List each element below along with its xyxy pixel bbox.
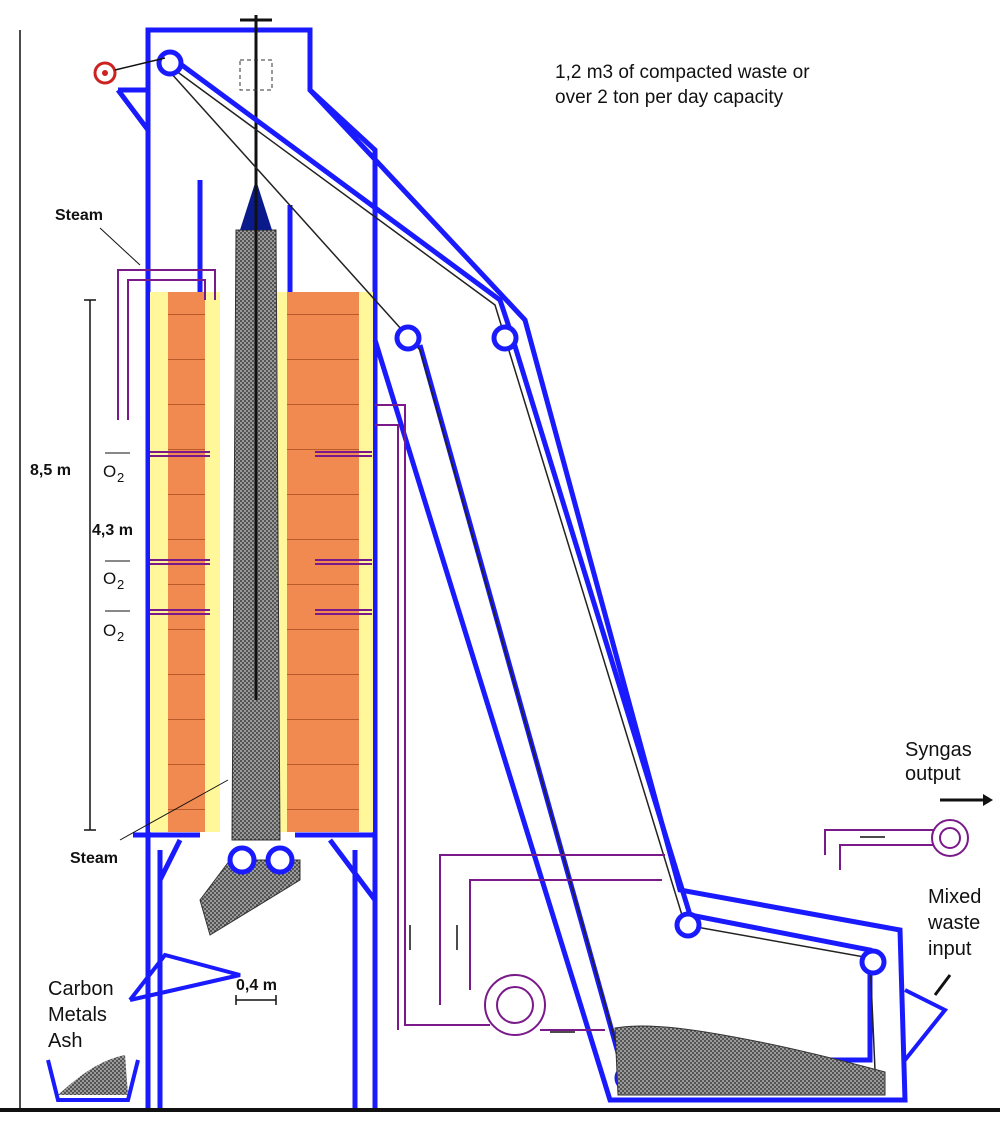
- syngas-output-arrowhead: [983, 794, 993, 806]
- residue-bin: [46, 1059, 140, 1102]
- residue-label-line3: Ash: [48, 1030, 82, 1052]
- refractory-left: [168, 292, 205, 832]
- oxygen-label-3: O 2: [103, 610, 130, 644]
- steam-label-bottom: Steam: [70, 850, 118, 867]
- input-label-line3: input: [928, 938, 972, 960]
- oxygen-label-1: O 2: [103, 452, 130, 485]
- waste-chute: [199, 859, 301, 936]
- steam-bottom-leader: [119, 779, 229, 841]
- motor-drive-belt: [114, 57, 166, 71]
- syngas-label-line1: Syngas: [905, 739, 972, 761]
- grate-roller-left: [227, 845, 257, 875]
- residue-pile: [58, 1055, 128, 1095]
- ash-discharge-chute: [128, 952, 241, 1002]
- reactor-shell: [116, 27, 378, 1108]
- grate-roller-right: [265, 845, 295, 875]
- refractory-right: [287, 292, 359, 832]
- input-chute: [903, 988, 949, 1062]
- oxygen-label-2: O 2: [103, 560, 130, 592]
- height-total-label: 8,5 m: [30, 462, 71, 479]
- steam-pipe-top-inner: [127, 279, 206, 420]
- steam-top-leader: [99, 227, 141, 266]
- residue-label-line1: Carbon: [48, 978, 114, 1000]
- motor-hub: [102, 70, 108, 76]
- steam-label-top: Steam: [55, 207, 103, 224]
- gas-return-piping: [375, 404, 935, 1031]
- input-label-line2: waste: [927, 912, 980, 934]
- steam-pipe-top: [117, 269, 216, 420]
- top-valve-dashed: [239, 59, 273, 91]
- capacity-title-line1: 1,2 m3 of compacted waste or: [555, 62, 810, 83]
- blower-main: [484, 974, 546, 1036]
- svg-text:2: 2: [117, 629, 124, 644]
- insulation-right: [359, 292, 373, 832]
- svg-text:O: O: [103, 621, 116, 640]
- input-label-line1: Mixed: [928, 886, 981, 908]
- blower-output: [931, 819, 969, 857]
- capacity-title-line2: over 2 ton per day capacity: [555, 87, 784, 108]
- oxygen-injection-lines: [150, 451, 372, 615]
- syngas-label-line2: output: [905, 763, 961, 785]
- waste-pile: [614, 1025, 886, 1096]
- width-scale-label: 0,4 m: [236, 977, 277, 994]
- svg-text:O: O: [103, 569, 116, 588]
- height-zone-label: 4,3 m: [92, 522, 133, 539]
- input-arrow: [933, 974, 952, 996]
- conveyor-belt: [167, 64, 876, 1076]
- inner-refractory-left: [205, 292, 220, 832]
- svg-text:2: 2: [117, 470, 124, 485]
- svg-text:2: 2: [117, 577, 124, 592]
- insulation-left: [150, 292, 168, 832]
- svg-text:O: O: [103, 462, 116, 481]
- residue-label-line2: Metals: [48, 1004, 107, 1026]
- flow-arrows: [409, 836, 885, 1033]
